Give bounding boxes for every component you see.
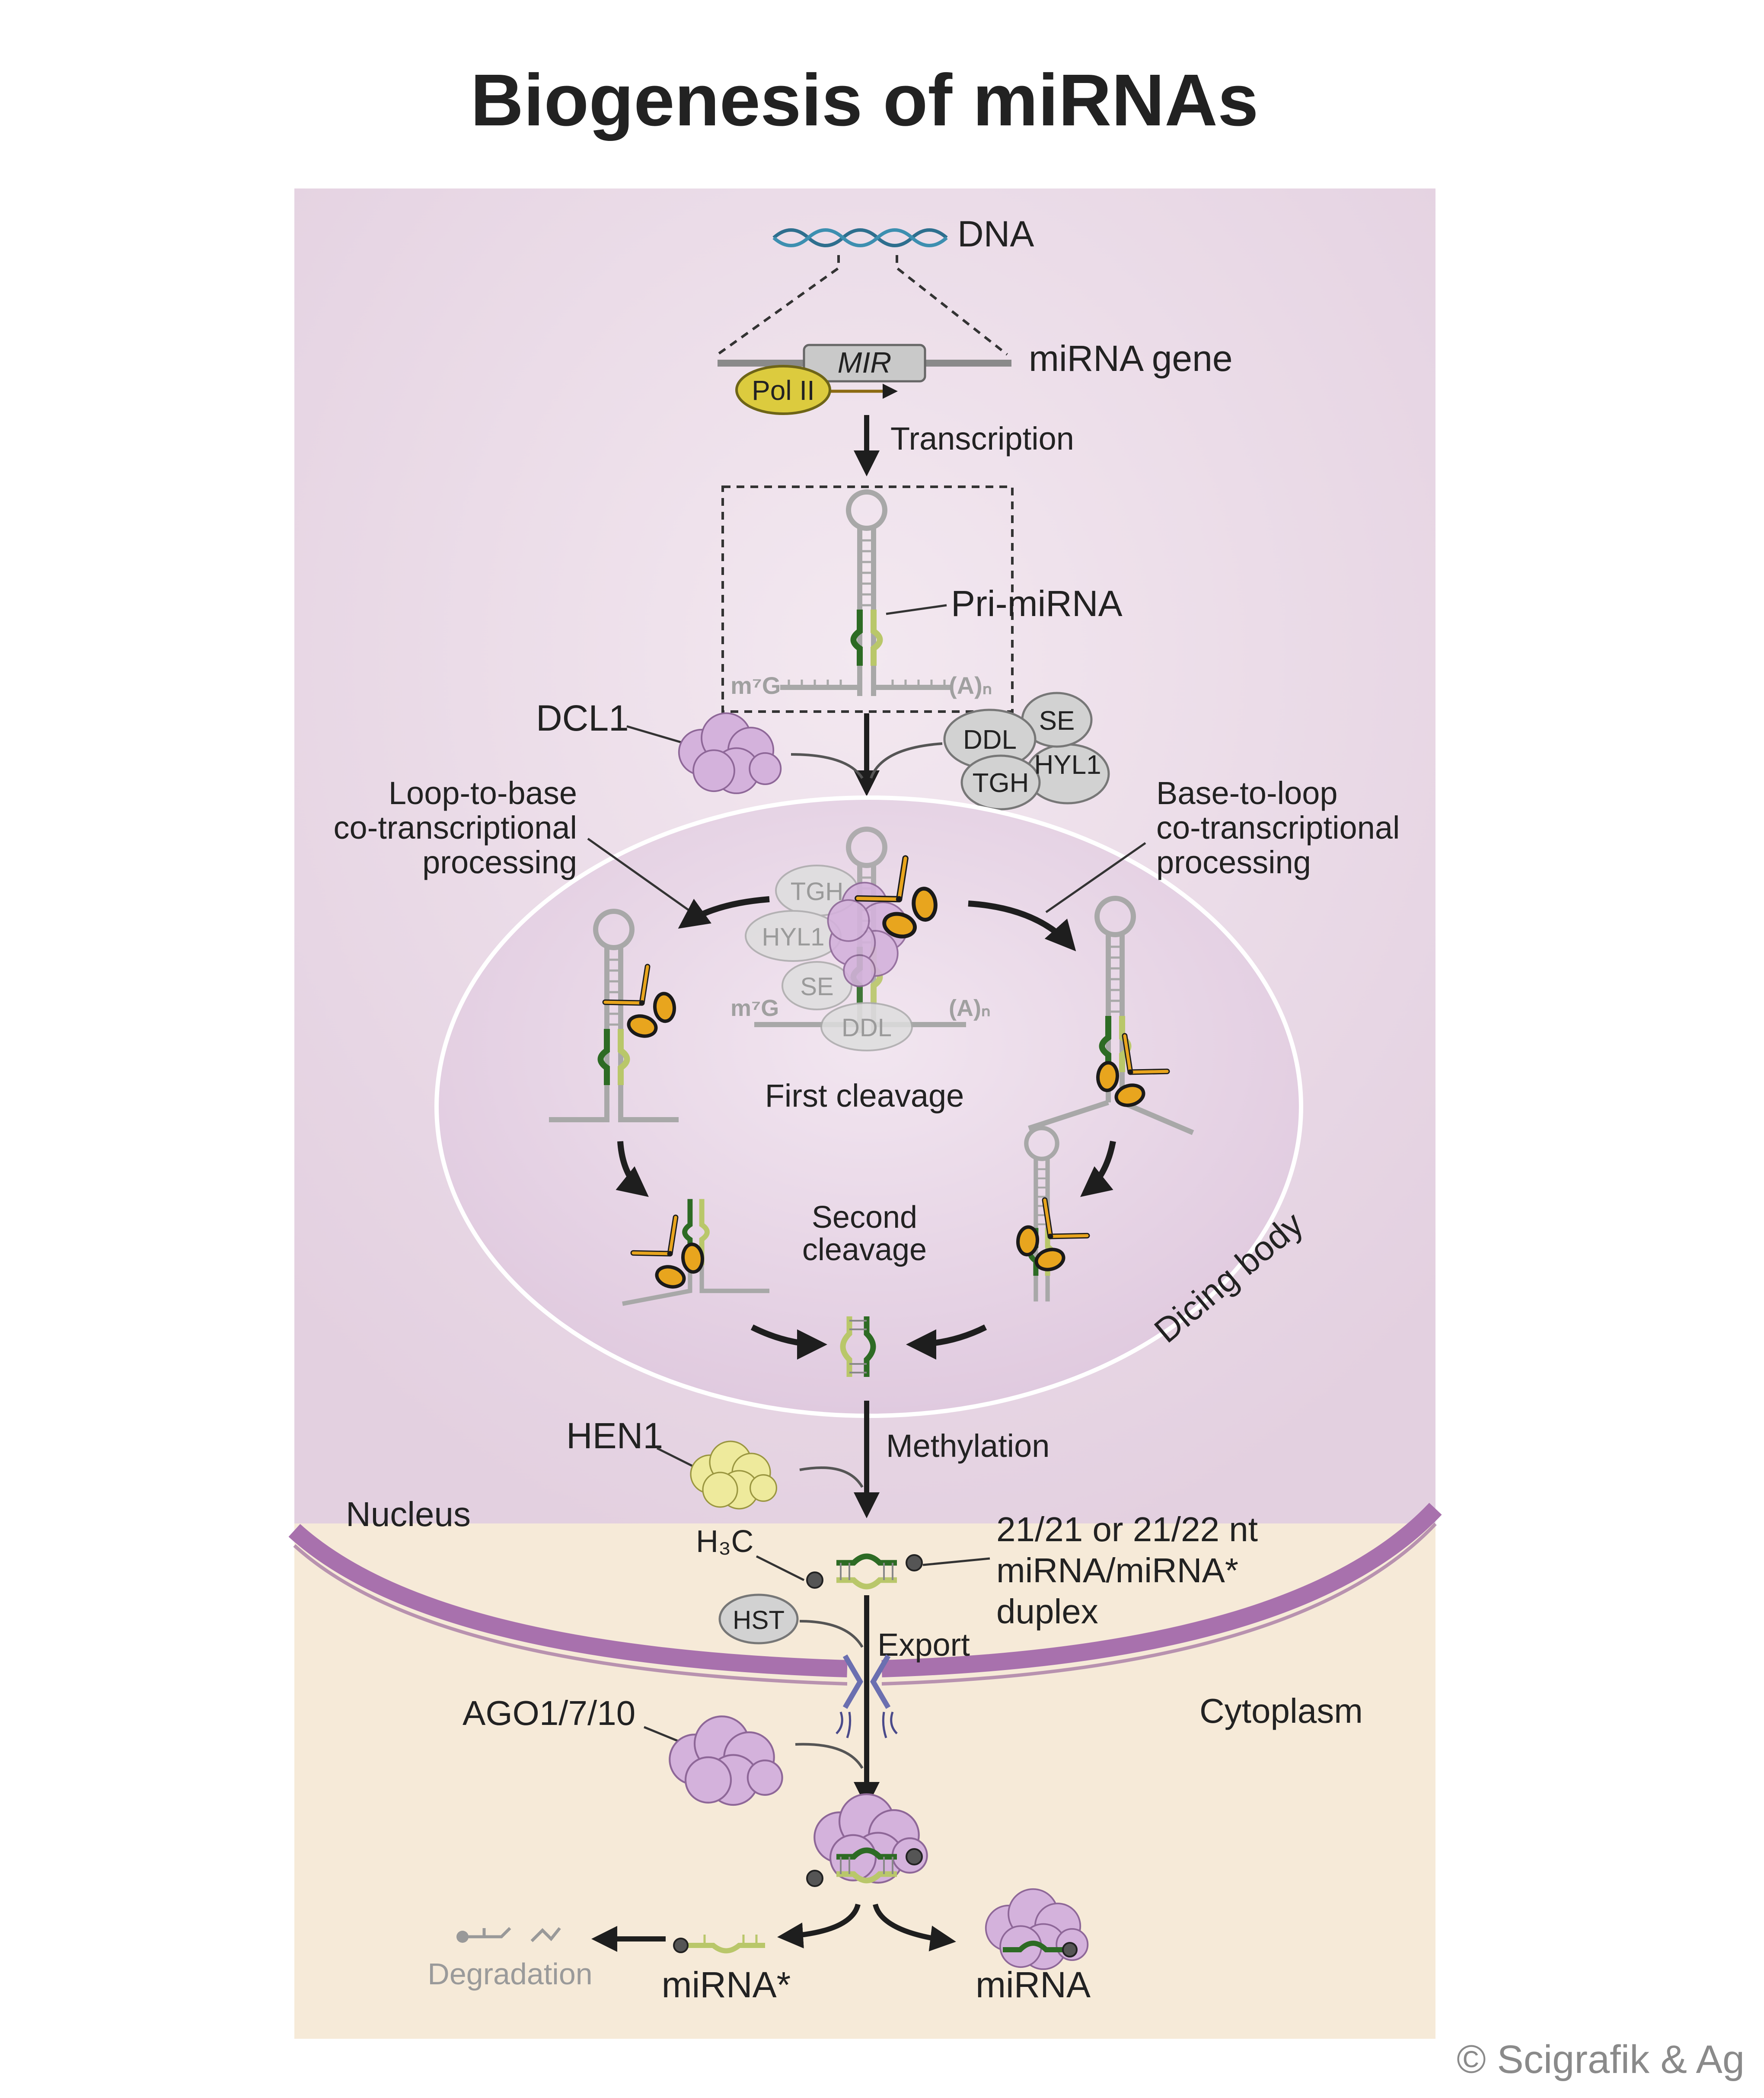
- hyl1-label: HYL1: [1034, 750, 1101, 780]
- pri-mirna-label: Pri-miRNA: [951, 583, 1123, 624]
- nucleus-label: Nucleus: [346, 1495, 471, 1533]
- svg-text:Loop-to-base: Loop-to-base: [389, 775, 577, 811]
- right-down-arrow: [1080, 1140, 1116, 1197]
- svg-text:processing: processing: [1156, 844, 1311, 880]
- nuclear-pore-icon: [836, 1654, 898, 1738]
- pri-mirna-box: [721, 485, 1014, 713]
- se-center-label: SE: [800, 973, 833, 1001]
- se-label: SE: [1039, 706, 1075, 736]
- nuclear-membrane-inner: [293, 1523, 1437, 1686]
- loop-to-base-arrow: [678, 896, 770, 929]
- base-to-loop-label: Base-to-loop co-transcriptional processi…: [1156, 775, 1400, 880]
- base-to-loop-arrow: [968, 901, 1076, 952]
- methylated-duplex: [806, 1555, 923, 1588]
- pri-mirna-hairpin: [780, 492, 953, 696]
- duplex-label-line2: miRNA/miRNA*: [996, 1551, 1238, 1590]
- m7g-label: m⁷G: [730, 672, 781, 699]
- mature-mirna-strand: [1003, 1941, 1078, 1957]
- duplex-label-line1: 21/21 or 21/22 nt: [996, 1510, 1258, 1549]
- degradation-label: Degradation: [427, 1957, 592, 1991]
- split-left-arrow: [777, 1903, 861, 1948]
- nuclear-membrane: [288, 1503, 1442, 1677]
- h3c-label: H₃C: [696, 1524, 753, 1559]
- second-cleavage-label-line2: cleavage: [802, 1233, 927, 1267]
- gene-zoom-lines: [717, 255, 1008, 356]
- split-right-arrow: [873, 1903, 956, 1951]
- degraded-fragments-icon: [456, 1927, 561, 1943]
- ago-recruit-line: [795, 1743, 864, 1769]
- right-first-cleavage-hairpin: [1028, 898, 1194, 1135]
- complex-proteins: [943, 692, 1110, 811]
- loaded-duplex: [806, 1849, 923, 1887]
- dcl1-label: DCL1: [536, 698, 629, 738]
- h3c-pointer: [756, 1555, 805, 1581]
- hyl1-center-label: HYL1: [762, 923, 824, 951]
- diagram-title: Biogenesis of miRNAs: [470, 59, 1258, 141]
- mirna-gene-label: miRNA gene: [1029, 338, 1233, 379]
- converge-left-arrow: [750, 1324, 827, 1360]
- second-cleavage-label-line1: Second: [812, 1200, 917, 1235]
- svg-text:co-transcriptional: co-transcriptional: [1156, 810, 1400, 846]
- loop-to-base-pointer: [587, 837, 692, 913]
- duplex-label-line3: duplex: [996, 1592, 1098, 1631]
- pri-mirna-pointer: [886, 604, 947, 615]
- mir-label: MIR: [838, 346, 892, 379]
- methylation-label: Methylation: [886, 1428, 1049, 1464]
- ago-label: AGO1/7/10: [463, 1694, 635, 1732]
- dna-label: DNA: [957, 214, 1034, 254]
- pol2-label: Pol II: [752, 375, 815, 406]
- polya-center-label: (A)ₙ: [949, 995, 990, 1021]
- cytoplasm-label: Cytoplasm: [1199, 1692, 1363, 1730]
- tgh-label: TGH: [973, 768, 1029, 798]
- export-label: Export: [877, 1627, 970, 1663]
- loop-to-base-label: Loop-to-base co-transcriptional processi…: [334, 775, 577, 880]
- mir-box: [803, 344, 926, 383]
- hst-protein: [718, 1593, 799, 1645]
- mirna-star-label: miRNA*: [662, 1964, 791, 2005]
- ddl-label: DDL: [963, 725, 1017, 755]
- transcription-label: Transcription: [890, 421, 1074, 457]
- left-down-arrow: [616, 1141, 649, 1197]
- hen1-label: HEN1: [566, 1415, 663, 1456]
- hst-recruit-line: [799, 1620, 864, 1648]
- ddl-center-label: DDL: [842, 1014, 892, 1042]
- left-first-cleavage-hairpin: [549, 911, 679, 1122]
- base-to-loop-pointer: [1045, 842, 1146, 913]
- duplex-pointer: [922, 1557, 990, 1566]
- svg-text:Base-to-loop: Base-to-loop: [1156, 775, 1338, 811]
- pol2-ellipse: [735, 365, 831, 415]
- tgh-center-label: TGH: [791, 878, 843, 906]
- mirna-label: miRNA: [976, 1964, 1091, 2005]
- polya-label: (A)ₙ: [949, 672, 992, 699]
- m7g-center-label: m⁷G: [730, 995, 779, 1021]
- svg-text:co-transcriptional: co-transcriptional: [334, 810, 577, 846]
- svg-text:processing: processing: [422, 844, 577, 880]
- hst-label: HST: [733, 1606, 785, 1635]
- recruit-lines: [791, 742, 943, 779]
- dna-helix-icon: [772, 228, 948, 247]
- mirna-star-strand: [673, 1935, 765, 1954]
- first-cleavage-label: First cleavage: [765, 1078, 964, 1114]
- converge-right-arrow: [906, 1324, 987, 1360]
- copyright-credit: © Scigrafik & Ag: [1457, 2037, 1745, 2082]
- hen1-recruit-line: [799, 1466, 864, 1488]
- left-second-cleavage: [622, 1199, 770, 1306]
